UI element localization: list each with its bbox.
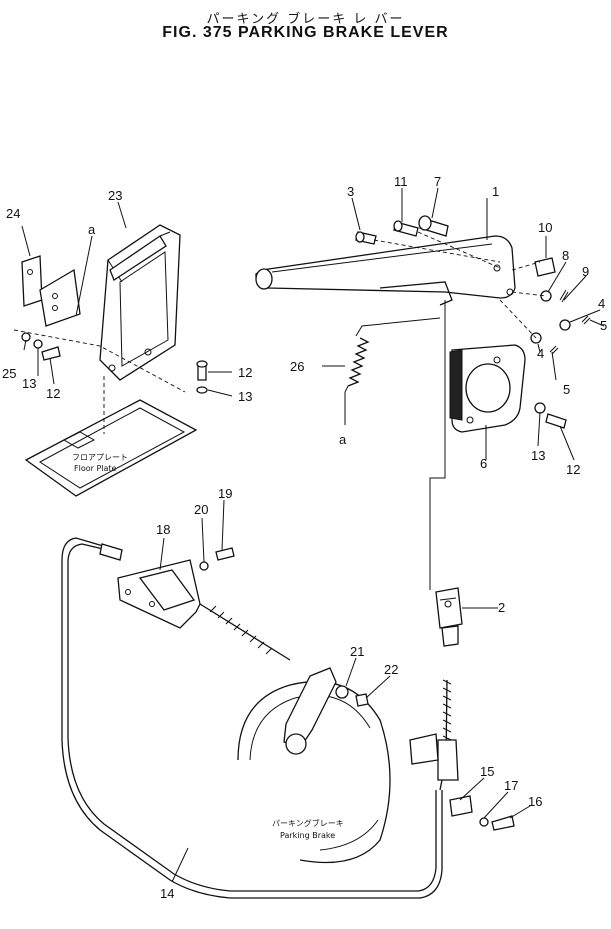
floor-plate-caption-en: Floor Plate (74, 464, 117, 473)
mounting-tab (13, 255, 186, 393)
part-label-13c: 13 (531, 448, 545, 463)
part-label-7: 7 (434, 174, 441, 189)
figure-title: FIG. 375 PARKING BRAKE LEVER (162, 24, 449, 41)
lever-support-bracket (99, 224, 181, 381)
part-label-23: 23 (108, 188, 122, 203)
lever-bracket-plate (449, 344, 526, 433)
part-label-12c: 12 (566, 462, 580, 477)
parking-brake-caption-en: Parking Brake (280, 831, 335, 840)
part-label-4b: 4 (537, 346, 544, 361)
part-label-21: 21 (350, 644, 364, 659)
parking-brake-caption-jp: パーキングブレーキ (272, 818, 344, 828)
parking-brake-lever (255, 235, 516, 306)
reference-marks: a a (88, 222, 347, 447)
left-bracket-fasteners (21, 332, 208, 394)
part-label-10: 10 (538, 220, 552, 235)
part-label-24: 24 (6, 206, 20, 221)
part-label-2: 2 (498, 600, 505, 615)
part-label-5a: 5 (600, 318, 607, 333)
part-label-14: 14 (160, 886, 174, 901)
callout-leader-lines (21, 187, 605, 883)
return-spring (344, 317, 441, 425)
brake-cable (61, 537, 459, 899)
floor-plate-caption-jp: フロアプレート (72, 453, 128, 462)
lever-rod-leader-line (429, 300, 446, 590)
part-label-9: 9 (582, 264, 589, 279)
part-label-6: 6 (480, 456, 487, 471)
part-label-19: 19 (218, 486, 232, 501)
part-label-22: 22 (384, 662, 398, 677)
part-label-12a: 12 (46, 386, 60, 401)
part-number-labels: 1 2 3 4 4 5 5 6 7 8 9 10 11 12 12 12 13 … (2, 174, 607, 901)
cable-clevis (435, 587, 463, 647)
part-label-3: 3 (347, 184, 354, 199)
part-label-26: 26 (290, 359, 304, 374)
parking-brake-drum (237, 667, 391, 864)
cable-bracket (117, 547, 291, 661)
part-label-13a: 13 (22, 376, 36, 391)
part-label-12b: 12 (238, 365, 252, 380)
part-label-25: 25 (2, 366, 16, 381)
floor-plate (24, 376, 198, 497)
figure-title-japanese: パーキング ブレーキ レ バー (206, 12, 405, 27)
reference-mark-a-top: a (88, 222, 96, 237)
reference-mark-a-bottom: a (339, 432, 347, 447)
part-label-8: 8 (562, 248, 569, 263)
part-label-20: 20 (194, 502, 208, 517)
part-label-4a: 4 (598, 296, 605, 311)
part-label-16: 16 (528, 794, 542, 809)
part-label-11: 11 (394, 174, 408, 189)
lever-pins-and-bolts (355, 215, 591, 429)
part-label-5b: 5 (563, 382, 570, 397)
part-label-1: 1 (492, 184, 499, 199)
part-label-15: 15 (480, 764, 494, 779)
cable-clamp-fasteners (449, 795, 515, 831)
component-captions: フロアプレート Floor Plate パーキングブレーキ Parking Br… (72, 453, 344, 840)
part-label-18: 18 (156, 522, 170, 537)
part-label-13b: 13 (238, 389, 252, 404)
part-label-17: 17 (504, 778, 518, 793)
